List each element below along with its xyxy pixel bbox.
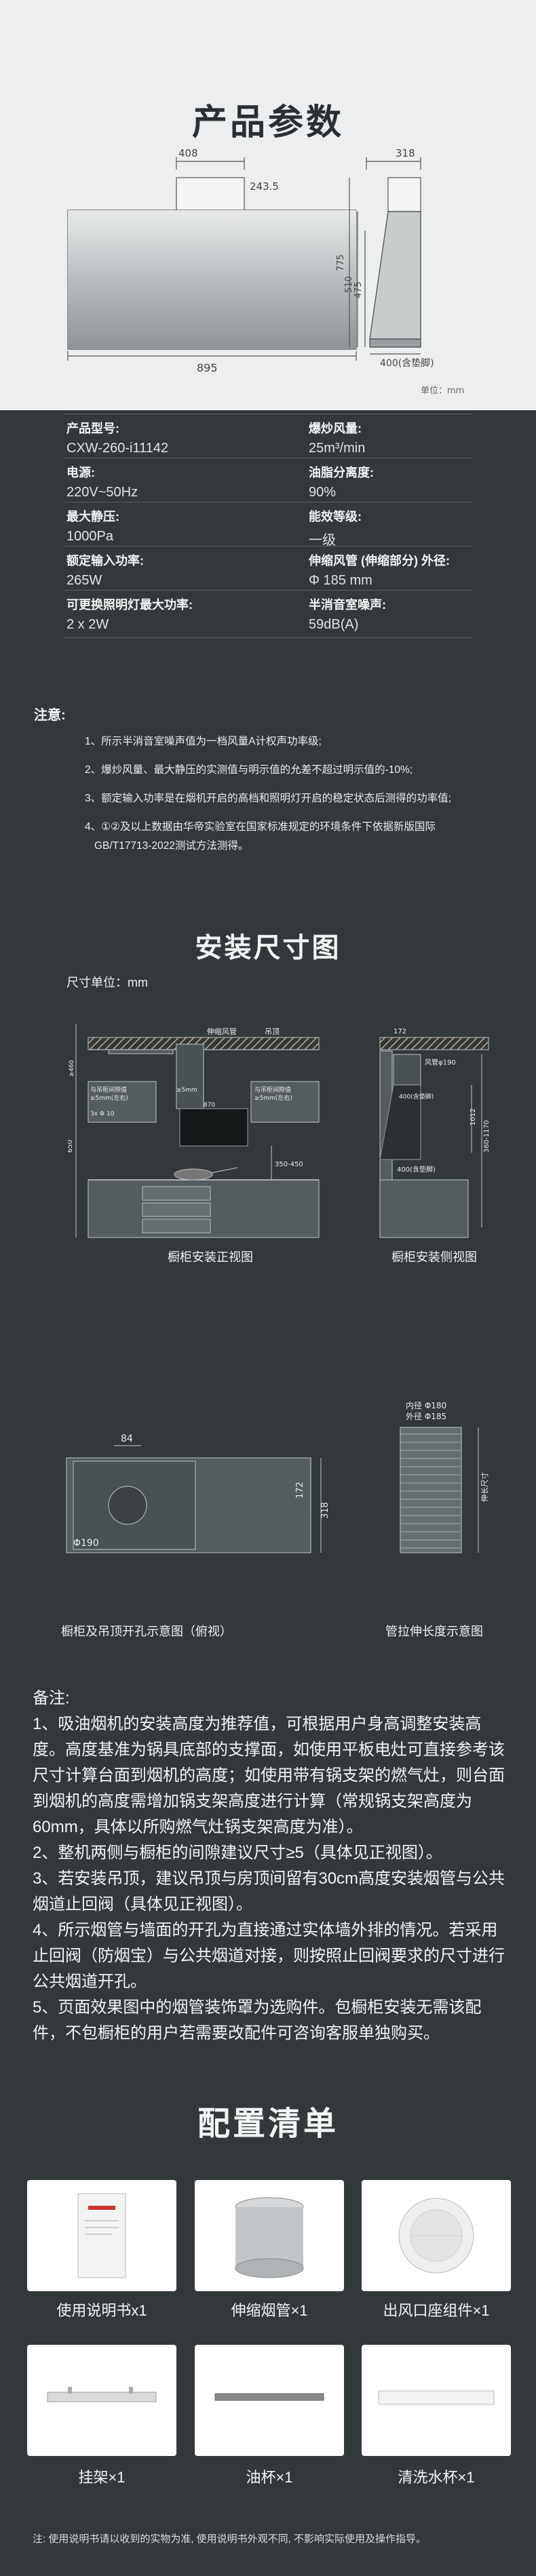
dim-unit: 单位：mm [421,386,464,396]
front-left-gap: 与吊柜间隙值 [90,1086,127,1094]
water-cup-image [362,2345,511,2456]
remark-item: 1、吸油烟机的安装高度为推荐值，可根据用户身高调整安装高度。高度基准为锅具底部的… [33,1715,505,1836]
spec-energy-grade: 能效等级:一级 [309,510,362,548]
config-label: 伸缩烟管×1 [231,2302,308,2319]
side-install-caption: 橱柜安装侧视图 [391,1250,477,1264]
spec-model: 产品型号:CXW-260-i11142 [66,422,169,456]
pipe-length: 伸长尺寸 [480,1472,489,1502]
dim-400-feet: 400(含垫脚) [380,358,434,369]
remarks-section: 备注: 1、吸油烟机的安装高度为推荐值，可根据用户身高调整安装高度。高度基准为锅… [33,1686,508,2046]
front-install-drawing: 伸缩风管 吊顶 与吊柜间隙值 ≥5mm(左右) 与吊柜间隙值 ≥5mm(左右) … [68,1024,320,1238]
front-install-caption: 橱柜安装正视图 [168,1250,253,1264]
config-label: 使用说明书x1 [56,2302,147,2319]
manual-image [27,2180,176,2291]
note-item: 4、①②及以上数据由华帝实验室在国家标准规定的环境条件下依据新版国际 [85,821,436,833]
duct-image [195,2180,344,2291]
front-mark-holes: 3x Φ 10 [90,1111,115,1117]
front-ceiling-label: 吊顶 [265,1027,280,1036]
side-h-400-1: 400(含垫脚) [399,1092,434,1101]
dim-318: 318 [396,147,415,159]
config-footnote: 注: 使用说明书请以收到的实物为准, 使用说明书外观不同, 不影响实际使用及操作… [33,2533,427,2545]
side-d172: 172 [394,1028,406,1035]
pipe-inner: 内径 Φ180 [406,1401,446,1410]
params-title: 产品参数 [191,102,344,143]
front-height-650: 650 [68,1140,74,1153]
note-item: 3、额定输入功率是在烟机开启的高档和照明灯开启的稳定状态后测得的功率值; [85,793,451,804]
top-d84: 84 [121,1433,133,1444]
top-hole-drawing: 84 Φ190 172 318 [66,1433,330,1553]
install-unit: 尺寸单位：mm [66,976,148,989]
remark-item: 4、所示烟管与墙面的开孔为直接通过实体墙外排的情况。若采用止回阀（防烟宝）与公共… [33,1921,505,1991]
pipe-drawing: 内径 Φ180 外径 Φ185 伸长尺寸 [400,1401,489,1553]
spec-noise: 半消音室噪声:59dB(A) [309,598,386,632]
remark-item: 5、页面效果图中的烟管装饰罩为选购件。包橱柜安装无需该配件，不包橱柜的用户若需要… [33,1998,482,2042]
spec-airflow: 爆炒风量:25m³/min [309,422,366,456]
bracket-image [27,2345,176,2456]
config-title: 配置清单 [197,2105,339,2143]
config-label: 油杯×1 [246,2469,293,2486]
top-phi: Φ190 [73,1538,99,1549]
oil-cup-image [195,2345,344,2456]
remark-item: 3、若安装吊顶，建议吊顶与房顶间留有30cm高度安装烟管与公共烟道止回阀（具体见… [33,1869,505,1914]
front-right-gap: 与吊柜间隙值 [254,1086,291,1094]
side-h-360-1170: 360-1170 [483,1120,491,1153]
spec-power-supply: 电源:220V~50Hz [66,466,138,500]
side-h-400-2: 400(含垫脚) [397,1165,436,1174]
note-item: 1、所示半消音室噪声值为一档风量A计权声功率级; [85,736,322,747]
side-install-drawing: 172 风管φ190 400(含垫脚) 400(含垫脚) 1012 360-11… [379,1028,491,1238]
front-view-drawing [67,157,357,361]
remark-item: 2、整机两侧与橱柜的间隙建议尺寸≥5（具体见正视图）。 [33,1844,442,1862]
dim-475: 475 [353,281,364,298]
pipe-outer: 外径 Φ185 [406,1412,446,1421]
config-label: 出风口座组件×1 [383,2302,490,2319]
config-label: 挂架×1 [78,2469,126,2486]
note-title: 注意: [34,708,66,723]
front-duct-label: 伸缩风管 [207,1027,237,1036]
note-item: 2、爆炒风量、最大静压的实测值与明示值的允差不超过明示值的-10%; [85,764,413,776]
front-mark-870: 870 [204,1102,215,1109]
spec-oil-separation: 油脂分离度:90% [309,466,374,500]
install-title: 安装尺寸图 [195,932,341,964]
top-hole-caption: 橱柜及吊顶开孔示意图（俯视） [61,1625,232,1638]
remarks-title: 备注: [33,1689,70,1707]
spec-rated-power: 额定输入功率:265W [66,554,144,588]
spec-lamp-power: 可更换照明灯最大功率:2 x 2W [66,598,193,632]
spec-static-pressure: 最大静压:1000Pa [66,510,119,544]
spec-duct-diameter: 伸缩风管 (伸缩部分) 外径:Φ 185 mm [309,554,450,588]
front-mark-5mm: ≥5mm [176,1087,197,1094]
top-d172: 172 [295,1482,305,1499]
top-d318: 318 [320,1502,330,1519]
front-right-gap-2: ≥5mm(左右) [254,1094,292,1102]
side-h-1012: 1012 [470,1109,477,1126]
note-item: GB/T17713-2022测试方法测得。 [94,840,249,852]
dimension-drawing: 408 243.5 895 318 775 510 475 400(含垫脚) 单… [67,147,464,396]
dim-243-5: 243.5 [250,180,279,193]
front-left-gap-2: ≥5mm(左右) [90,1094,128,1102]
front-height-350-450: 350-450 [275,1161,303,1168]
dim-775: 775 [336,254,346,271]
dim-895: 895 [197,361,218,374]
side-duct-label: 风管φ190 [425,1058,456,1067]
front-mark-460: ≥460 [69,1060,75,1077]
pipe-caption: 管拉伸长度示意图 [385,1625,483,1638]
config-label: 清洗水杯×1 [398,2469,475,2486]
side-view-drawing [349,157,421,355]
dim-408: 408 [178,147,198,159]
params-section: 产品参数 408 243.5 895 [0,0,536,410]
outlet-image [362,2180,511,2291]
dim-510: 510 [344,276,354,293]
